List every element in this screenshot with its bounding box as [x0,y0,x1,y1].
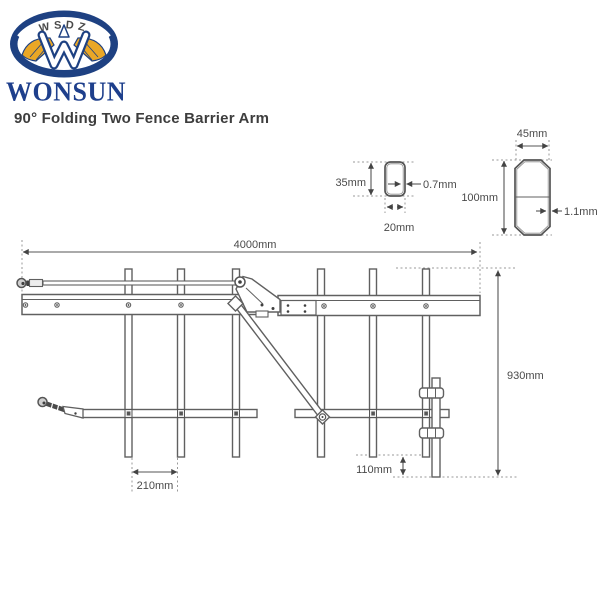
dimension-picket-wall: 0.7mm [388,179,457,191]
drop-post-assembly [418,377,445,478]
dimension-arm-height: 100mm [461,160,508,235]
dimension-picket-spacing: 210mm [132,468,178,492]
dim-label-post-drop: 110mm [356,464,392,476]
brace-top-joint [227,295,244,312]
logo-ribbon-band [17,17,111,43]
dim-label-arm-wall: 1.1mm [564,206,598,218]
dimension-arm-width: 45mm [516,128,549,150]
dimension-picket-height: 35mm [335,162,375,196]
brand-logo-icon: WSDZ [10,10,118,78]
rail-picket-clips [124,409,430,418]
dim-label-arm-width: 45mm [517,128,548,140]
page-title: 90° Folding Two Fence Barrier Arm [14,110,270,127]
dimension-picket-width: 20mm [384,203,415,234]
dim-label-arm-length: 4000mm [234,239,277,251]
picket-profile-diagram [384,161,406,197]
logo-eagle-w-icon [37,24,91,70]
dim-label-arm-height: 100mm [461,192,498,204]
dim-label-picket-height: 35mm [335,177,366,189]
fold-hinge-assembly [234,275,281,318]
dimension-post-drop: 110mm [356,456,407,476]
splice-plate [280,299,317,316]
barrier-arm-right-section [277,294,481,317]
dim-label-overall-height: 930mm [507,370,544,382]
post-clamp-lower [418,427,445,439]
logo-ribbon-textpath: WSDZ [38,19,86,35]
brace-bottom-joint [314,409,331,425]
dim-label-picket-wall: 0.7mm [423,179,457,191]
dimension-arm-length: 4000mm [22,239,478,256]
arm-rivets-right [321,303,429,309]
logo-ribbon-text: WSDZ [38,19,90,35]
dimension-overall-height: 930mm [494,270,544,476]
dim-label-picket-width: 20mm [384,222,415,234]
diagonal-brace [227,295,331,425]
dim-label-picket-spacing: 210mm [137,480,174,492]
barrier-arm-left-section [21,293,263,316]
brand-wordmark: WONSUN [6,76,127,107]
post-clamp-upper [418,387,445,399]
turnbuckle-hook [37,396,84,419]
arm-profile-diagram [514,159,551,236]
lower-rails [81,408,450,419]
hinge-gusset-plate [235,275,281,313]
fence-pickets [124,268,431,458]
dimension-arm-wall: 1.1mm [536,206,598,218]
tension-rod [42,280,238,286]
